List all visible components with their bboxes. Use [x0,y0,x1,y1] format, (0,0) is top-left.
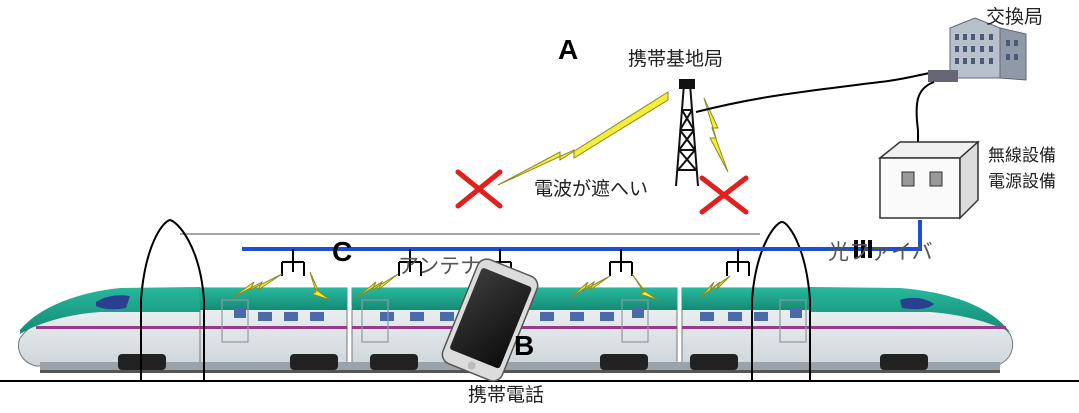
tunnel-arch-right [751,220,811,380]
exchange-label: 交換局 [986,6,1044,28]
fiber-connector-icon [854,240,872,258]
backhaul-cable [695,71,935,113]
antenna-label: アンテナ [398,254,482,278]
cross-mark-icon [455,169,749,215]
equipment-cabinet-icon [877,140,980,220]
wireless-equipment-label: 無線設備 [988,146,1056,166]
shinkansen-train-icon [18,287,1014,373]
exchange-cable [915,81,935,142]
marker-a-label: A [558,34,579,65]
base-station-tower-icon [675,79,699,187]
tunnel-arch-left [140,218,205,380]
optical-fiber-label: 光ファイバ [828,240,933,264]
mobile-phone-label: 携帯電話 [468,384,545,406]
exchange-building-icon [928,17,1027,82]
radio-blocked-label: 電波が遮へい [534,178,649,200]
base-station-label: 携帯基地局 [628,48,724,70]
optical-fiber-line [242,220,922,251]
marker-c-label: C [332,236,353,267]
smartphone-icon [441,258,539,382]
marker-b-label: B [514,330,535,361]
power-equipment-label: 電源設備 [988,172,1056,192]
